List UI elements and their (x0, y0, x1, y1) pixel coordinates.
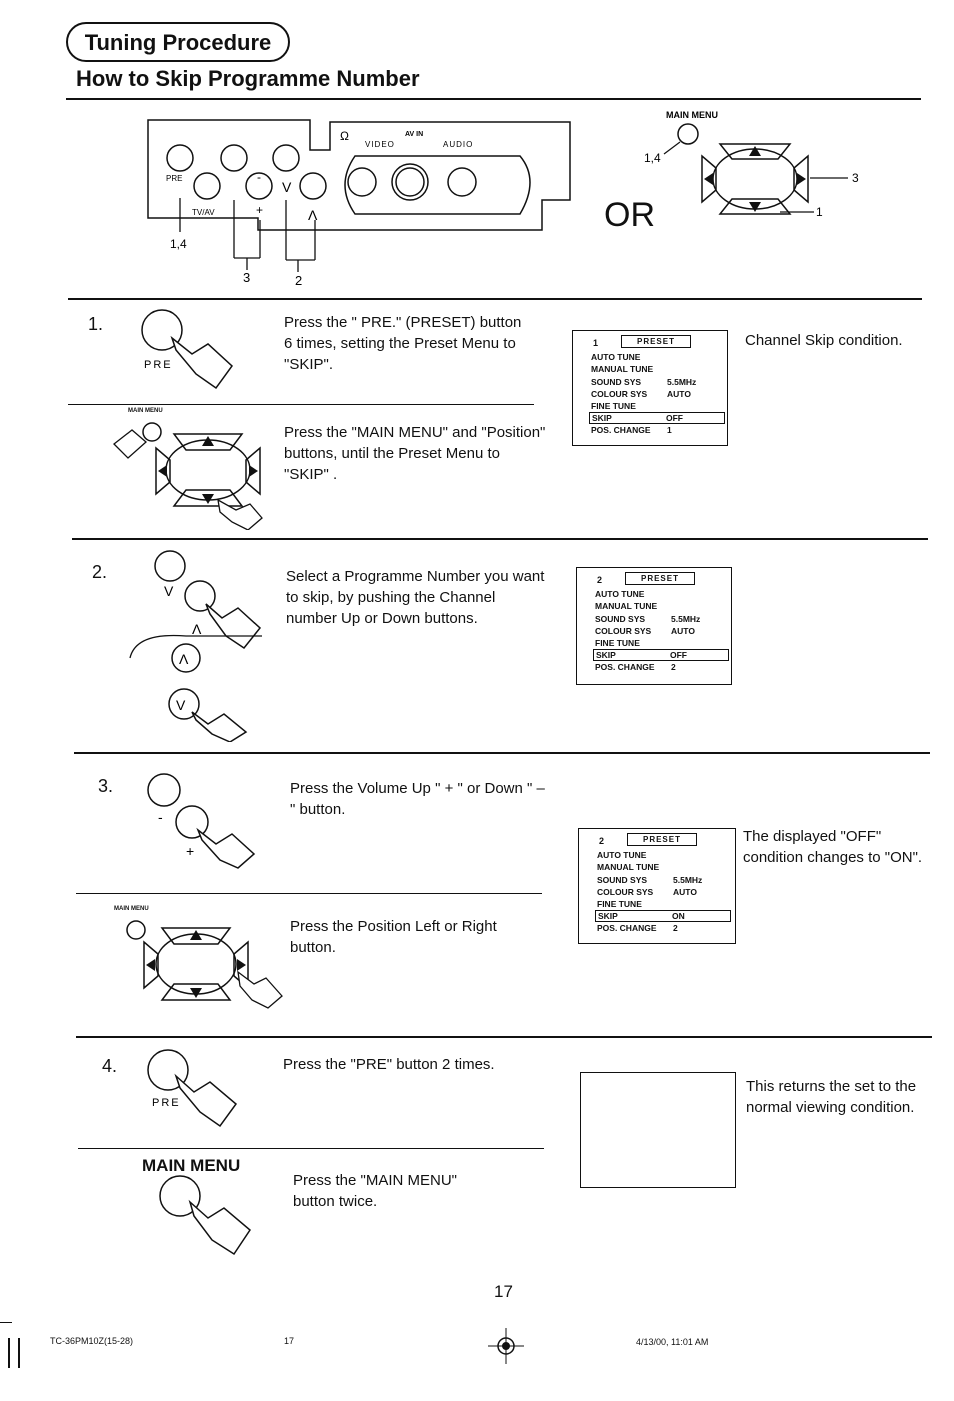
sheet-number: 17 (284, 1336, 295, 1346)
svg-text:-: - (158, 809, 163, 825)
remote-pad-hand-icon (126, 920, 283, 1009)
av-in-label: AV IN (405, 131, 423, 138)
volume-button-hand-icon: - + (147, 773, 256, 869)
svg-text:Λ: Λ (179, 651, 189, 667)
step-2-number: 2. (92, 562, 108, 582)
step-1-number: 1. (88, 314, 104, 334)
crop-mark (8, 1338, 10, 1368)
osd-preset-menu-step1: 1 PRESET AUTO TUNE MANUAL TUNE SOUND SYS… (572, 330, 728, 446)
left-key (701, 154, 717, 204)
up-key (718, 143, 792, 160)
svg-text:V: V (176, 697, 186, 713)
section-divider (74, 752, 930, 754)
step-4a-text: Press the "PRE" button 2 times. (283, 1056, 495, 1073)
osd-preset-menu-step2: 2 PRESET AUTO TUNE MANUAL TUNE SOUND SYS… (576, 567, 732, 685)
page-title: How to Skip Programme Number (76, 66, 420, 91)
main-menu-small-label: MAIN MENU (128, 408, 163, 414)
tv-front-panel-diagram: PRE TV/AV VIDEO AUDIO AV IN Ω - + V Λ 1,… (147, 119, 571, 288)
step-1-note: Channel Skip condition. (745, 332, 903, 349)
panel-button-top-1 (166, 144, 194, 172)
crop-mark (18, 1338, 20, 1368)
step-3-note: The displayed "OFF" condition changes to… (743, 828, 923, 866)
remote-callout-1: 1 (816, 205, 823, 219)
svg-text:+: + (186, 843, 194, 859)
step-3a-text: Press the Volume Up " + " or Down " – " … (290, 780, 545, 818)
headphone-icon: Ω (340, 129, 349, 143)
section-title: Tuning Procedure (66, 22, 290, 62)
callout-2: 2 (295, 273, 302, 288)
section-divider (68, 298, 922, 300)
channel-button (299, 172, 327, 200)
panel-button-top-3 (272, 144, 300, 172)
osd-programme-number: 2 (599, 836, 605, 846)
main-menu-button (677, 123, 699, 145)
volume-button (245, 172, 273, 200)
osd-preset-tag: PRESET (625, 572, 695, 585)
step-4-number: 4. (102, 1056, 118, 1076)
audio-jack (447, 167, 477, 197)
osd-preset-tag: PRESET (627, 833, 697, 846)
step-4-note: This returns the set to the normal viewi… (746, 1078, 917, 1116)
substep-divider (68, 404, 534, 405)
step-3b-text: Press the Position Left or Right button. (290, 918, 497, 956)
pre-button-hand-icon: PRE (147, 1049, 238, 1128)
video-jack (395, 167, 425, 197)
minus-label: - (257, 170, 261, 184)
doc-code: TC-36PM10Z(15-28) (50, 1336, 134, 1346)
main-menu-small-label: MAIN MENU (114, 906, 149, 912)
osd-preset-menu-step3: 2 PRESET AUTO TUNE MANUAL TUNE SOUND SYS… (578, 828, 736, 944)
osd-programme-number: 2 (597, 575, 603, 585)
page-number: 17 (494, 1282, 513, 1301)
remote-pad-hand-icon (113, 422, 263, 530)
headphone-jack (347, 167, 377, 197)
svg-text:Λ: Λ (192, 621, 202, 637)
svg-text:PRE: PRE (152, 1097, 181, 1109)
main-menu-large-label: MAIN MENU (142, 1156, 241, 1175)
remote-callout-3: 3 (852, 171, 859, 185)
osd-preset-tag: PRESET (621, 335, 691, 348)
pre-button-hand-icon: PRE (141, 309, 234, 390)
registration-mark-icon (488, 1328, 524, 1364)
step-1a-text: Press the " PRE." (PRESET) button 6 time… (284, 314, 522, 373)
step-2-text: Select a Programme Number you want to sk… (286, 568, 545, 627)
main-menu-button-hand-icon (159, 1175, 251, 1256)
down-label: V (282, 179, 292, 195)
substep-divider (76, 893, 542, 894)
osd-programme-number: 1 (593, 338, 599, 348)
pre-button (193, 172, 221, 200)
tvav-label: TV/AV (192, 208, 215, 217)
panel-button-top-2 (220, 144, 248, 172)
down-key (718, 198, 792, 215)
plus-label: + (256, 203, 263, 217)
step-1b-text: Press the "MAIN MENU" and "Position" but… (284, 424, 546, 483)
title-rule (66, 98, 921, 100)
audio-label: AUDIO (443, 140, 473, 149)
step-4b-text: Press the "MAIN MENU" button twice. (293, 1172, 458, 1210)
video-label: VIDEO (365, 140, 395, 149)
normal-tv-screen (580, 1072, 736, 1188)
callout-1-4: 1,4 (170, 237, 187, 251)
print-timestamp: 4/13/00, 11:01 AM (636, 1337, 709, 1347)
crop-mark (0, 1322, 12, 1323)
pre-label: PRE (166, 174, 182, 183)
svg-text:V: V (164, 583, 174, 599)
callout-3: 3 (243, 270, 250, 285)
step-3-number: 3. (98, 776, 114, 796)
up-label: Λ (308, 207, 318, 223)
svg-text:PRE: PRE (144, 359, 173, 371)
section-divider (76, 1036, 932, 1038)
remote-main-menu-label: MAIN MENU (666, 110, 718, 120)
remote-pad-diagram: MAIN MENU 1,4 3 1 (644, 110, 859, 219)
right-key (793, 154, 809, 204)
channel-button-hand-icon: V Λ Λ V (129, 550, 262, 742)
remote-callout-1-4: 1,4 (644, 151, 661, 165)
or-label: OR (604, 196, 655, 234)
section-divider (72, 538, 928, 540)
substep-divider (78, 1148, 544, 1149)
